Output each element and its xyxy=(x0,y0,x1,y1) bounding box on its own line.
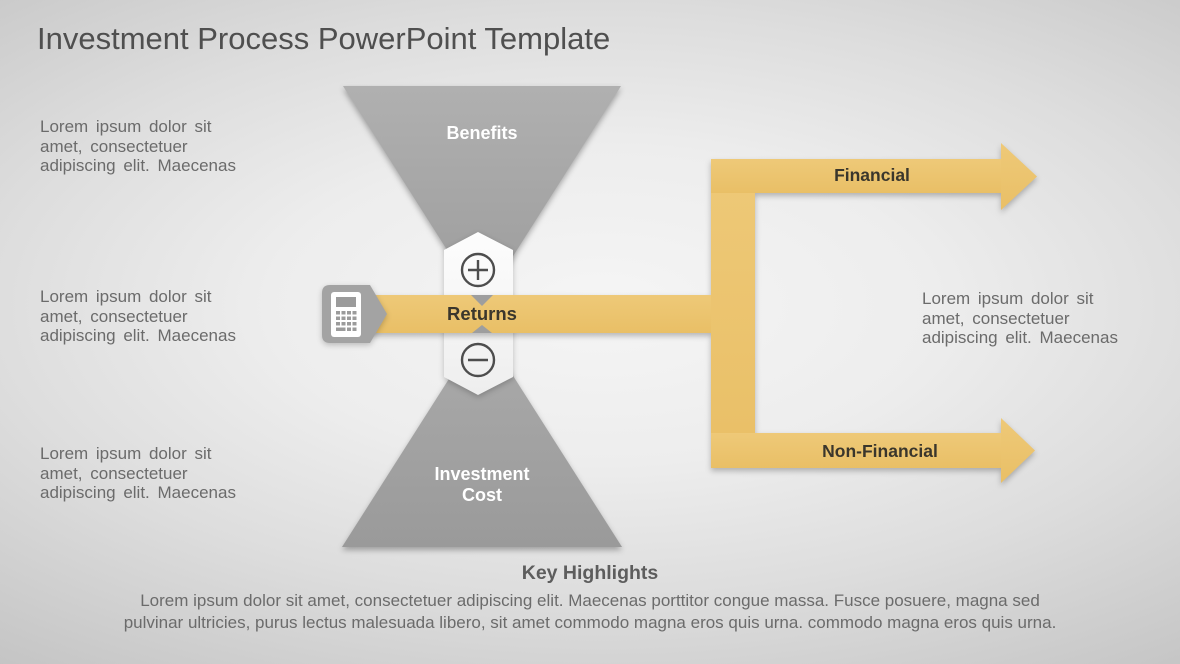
slide-title: Investment Process PowerPoint Template xyxy=(37,21,611,56)
triangle-apex-tip-top xyxy=(471,295,493,306)
benefits-triangle xyxy=(343,86,621,305)
non-financial-arrow-head xyxy=(1001,418,1035,483)
investment-cost-triangle xyxy=(342,327,622,547)
calculator-icon xyxy=(331,292,361,337)
placeholder-text-right: Lorem ipsum dolor sit amet, consectetuer… xyxy=(922,289,1118,347)
key-highlights-heading: Key Highlights xyxy=(521,562,659,584)
returns-label: Returns xyxy=(447,303,517,324)
plus-circle-icon xyxy=(460,252,496,288)
benefits-label: Benefits xyxy=(446,123,518,143)
minus-circle-icon xyxy=(460,342,496,378)
connector-arrows xyxy=(370,143,1037,483)
placeholder-text-left-bottom: Lorem ipsum dolor sit amet, consectetuer… xyxy=(40,444,236,502)
non-financial-arrow-body xyxy=(711,433,1002,468)
financial-arrow-head xyxy=(1001,143,1037,210)
triangle-apex-tip-bottom xyxy=(472,325,492,333)
non-financial-label: Non-Financial xyxy=(822,441,938,461)
financial-label: Financial xyxy=(834,165,910,185)
placeholder-text-left-middle: Lorem ipsum dolor sit amet, consectetuer… xyxy=(40,287,236,345)
placeholder-text-left-top: Lorem ipsum dolor sit amet, consectetuer… xyxy=(40,117,236,175)
returns-band xyxy=(370,295,755,333)
investment-cost-label: Investment Cost xyxy=(434,464,530,505)
funnel-top-highlight xyxy=(343,83,621,85)
arrow-trunk xyxy=(711,159,755,468)
key-highlights-body: Lorem ipsum dolor sit amet, consectetuer… xyxy=(123,591,1057,632)
financial-arrow-body xyxy=(711,159,1002,193)
